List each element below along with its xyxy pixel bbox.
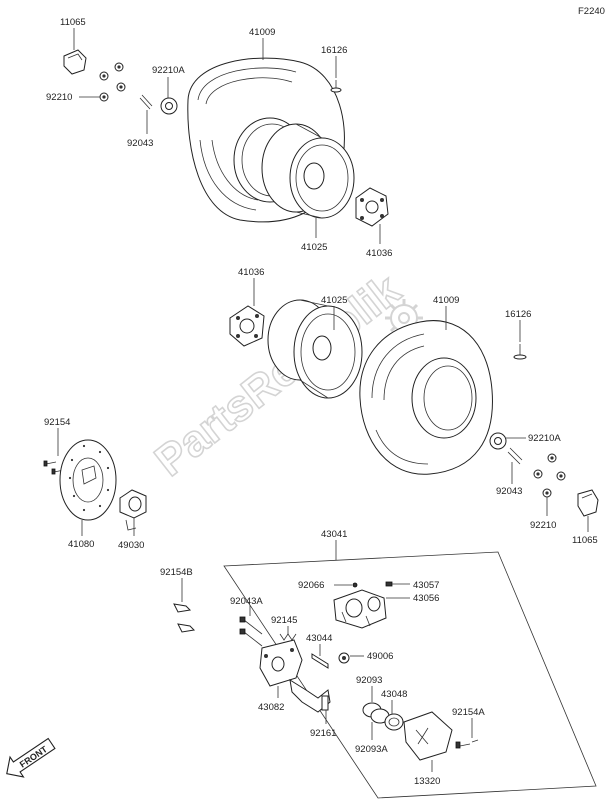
wheel-cap-11065-top (63, 49, 87, 75)
axle-nut-92210A-mid (489, 432, 507, 450)
bracket-43082 (259, 639, 303, 687)
label-49006: 49006 (367, 651, 393, 662)
axle-nut-92210A-top (160, 97, 178, 115)
bolt-group-92043A (239, 616, 263, 647)
valve-stem-16126-mid (513, 344, 527, 360)
pad-43044 (311, 653, 329, 669)
label-92093A: 92093A (355, 744, 388, 755)
pad-spring-plate (289, 678, 331, 713)
bolt-group-92154A (455, 739, 479, 749)
hub-41036-top (355, 187, 389, 227)
label-92043A: 92043A (230, 596, 263, 607)
label-92066: 92066 (298, 580, 324, 591)
rim-41025-top (261, 123, 355, 219)
label-43048: 43048 (381, 689, 407, 700)
label-43041: 43041 (321, 529, 347, 540)
label-49030: 49030 (118, 540, 144, 551)
label-43082: 43082 (258, 702, 284, 713)
seal-92093 (362, 702, 390, 724)
valve-stem-16126-top (330, 80, 342, 93)
cap-43057 (385, 581, 393, 587)
figure-code: F2240 (578, 6, 605, 17)
label-92043-mid: 92043 (496, 486, 522, 497)
cotter-pin-92043-mid (507, 447, 523, 465)
caliper-assembly-frame (223, 551, 597, 799)
label-43044: 43044 (306, 633, 332, 644)
label-92210A-top: 92210A (152, 65, 185, 76)
caliper-43056 (333, 589, 387, 629)
nut-49006 (338, 652, 350, 664)
piston-43048 (384, 713, 404, 731)
label-92093: 92093 (356, 675, 382, 686)
label-11065-top: 11065 (60, 17, 86, 28)
label-92161: 92161 (310, 728, 336, 739)
pin-group-92154B (173, 603, 196, 633)
label-41036-top: 41036 (366, 248, 392, 259)
label-41009-mid: 41009 (433, 295, 459, 306)
hub-41036-mid (229, 305, 265, 347)
brake-disc-41080 (59, 439, 117, 521)
label-92154A: 92154A (452, 707, 485, 718)
label-43057: 43057 (413, 580, 439, 591)
front-arrow-icon: FRONT (6, 737, 56, 778)
label-16126-mid: 16126 (505, 309, 531, 320)
label-92154B: 92154B (160, 567, 193, 578)
label-92210-mid: 92210 (530, 520, 556, 531)
label-16126-top: 16126 (321, 45, 347, 56)
lug-nut-group-mid (533, 453, 566, 498)
bleeder-92066 (352, 582, 358, 588)
cotter-pin-92043-top (139, 94, 153, 110)
label-92154: 92154 (44, 417, 70, 428)
label-41009-top: 41009 (249, 27, 275, 38)
label-41025-mid: 41025 (321, 295, 347, 306)
spring-92145 (279, 633, 297, 641)
label-41036-mid: 41036 (238, 267, 264, 278)
label-43056: 43056 (413, 593, 439, 604)
label-92043-top: 92043 (127, 138, 153, 149)
bolt-92161 (321, 695, 329, 711)
label-92210-top: 92210 (46, 92, 72, 103)
bracket-13320 (403, 711, 453, 761)
lug-nut-group-top (99, 62, 126, 102)
label-92210A-mid: 92210A (528, 433, 561, 444)
label-92145: 92145 (271, 615, 297, 626)
brake-hub-49030 (119, 489, 147, 531)
tire-41009-mid (359, 320, 493, 475)
label-13320: 13320 (414, 776, 440, 787)
label-41025-top: 41025 (301, 242, 327, 253)
label-41080: 41080 (68, 539, 94, 550)
wheel-cap-11065-mid (577, 489, 599, 517)
rim-41025-mid (267, 299, 363, 399)
label-11065-mid: 11065 (572, 535, 598, 546)
